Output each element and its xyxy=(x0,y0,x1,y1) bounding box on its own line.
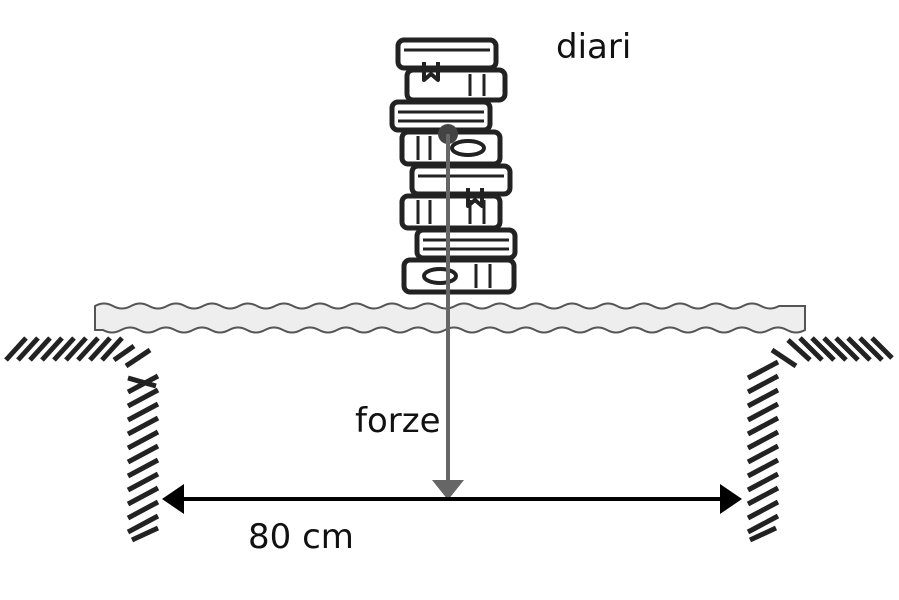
left-support xyxy=(4,336,160,543)
stack-of-books-icon xyxy=(389,37,518,295)
force-label: forze xyxy=(355,401,441,441)
span-arrowhead-right xyxy=(720,484,742,514)
distance-label: 80 cm xyxy=(248,517,354,557)
books-label: diari xyxy=(556,27,632,67)
right-support xyxy=(746,336,894,543)
span-arrowhead-left xyxy=(162,484,184,514)
force-arrow-head xyxy=(432,480,464,500)
